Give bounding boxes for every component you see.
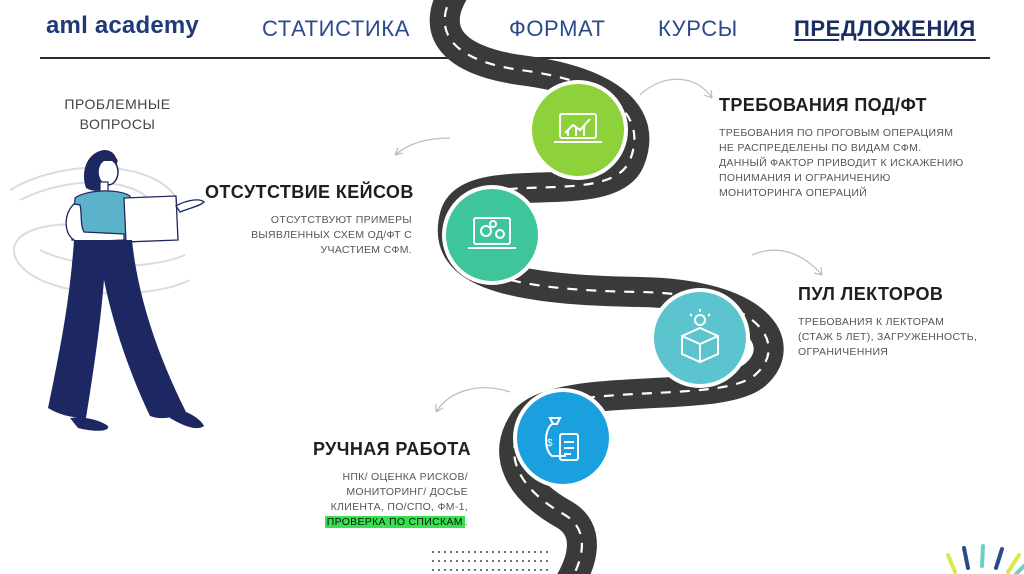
- card-manual-highlight-suffix: .: [465, 516, 468, 528]
- card-manual-text-wrap: НПК/ ОЦЕНКА РИСКОВ/ МОНИТОРИНГ/ ДОСЬЕ КЛ…: [300, 470, 468, 530]
- card-no-cases-title: ОТСУТСТВИЕ КЕЙСОВ: [205, 182, 414, 203]
- dot-lines: [432, 552, 548, 570]
- card-requirements-title: ТРЕБОВАНИЯ ПОД/ФТ: [719, 95, 927, 116]
- card-manual-title: РУЧНАЯ РАБОТА: [313, 439, 471, 460]
- card-lecturers-text: ТРЕБОВАНИЯ К ЛЕКТОРАМ (СТАЖ 5 ЛЕТ), ЗАГР…: [798, 315, 978, 360]
- step-circle-manual: $: [513, 388, 613, 488]
- decor-sunburst: [948, 546, 1024, 574]
- card-manual-highlight: ПРОВЕРКА ПО СПИСКАМ: [325, 516, 465, 528]
- card-no-cases-text: ОТСУТСТВУЮТ ПРИМЕРЫ ВЫЯВЛЕННЫХ СХЕМ ОД/Ф…: [250, 213, 412, 258]
- card-lecturers-title: ПУЛ ЛЕКТОРОВ: [798, 284, 943, 305]
- step-circle-no-cases: [442, 185, 542, 285]
- svg-text:$: $: [547, 438, 553, 449]
- card-manual-text: НПК/ ОЦЕНКА РИСКОВ/ МОНИТОРИНГ/ ДОСЬЕ КЛ…: [331, 471, 468, 513]
- card-requirements-text: ТРЕБОВАНИЯ ПО ПРОГОВЫМ ОПЕРАЦИЯМ НЕ РАСП…: [719, 126, 969, 201]
- step-circle-requirements: [528, 80, 628, 180]
- person-illustration: [48, 150, 204, 431]
- road: [445, 0, 769, 574]
- step-circle-lecturers: [650, 288, 750, 388]
- problem-title: ПРОБЛЕМНЫЕ ВОПРОСЫ: [40, 94, 195, 134]
